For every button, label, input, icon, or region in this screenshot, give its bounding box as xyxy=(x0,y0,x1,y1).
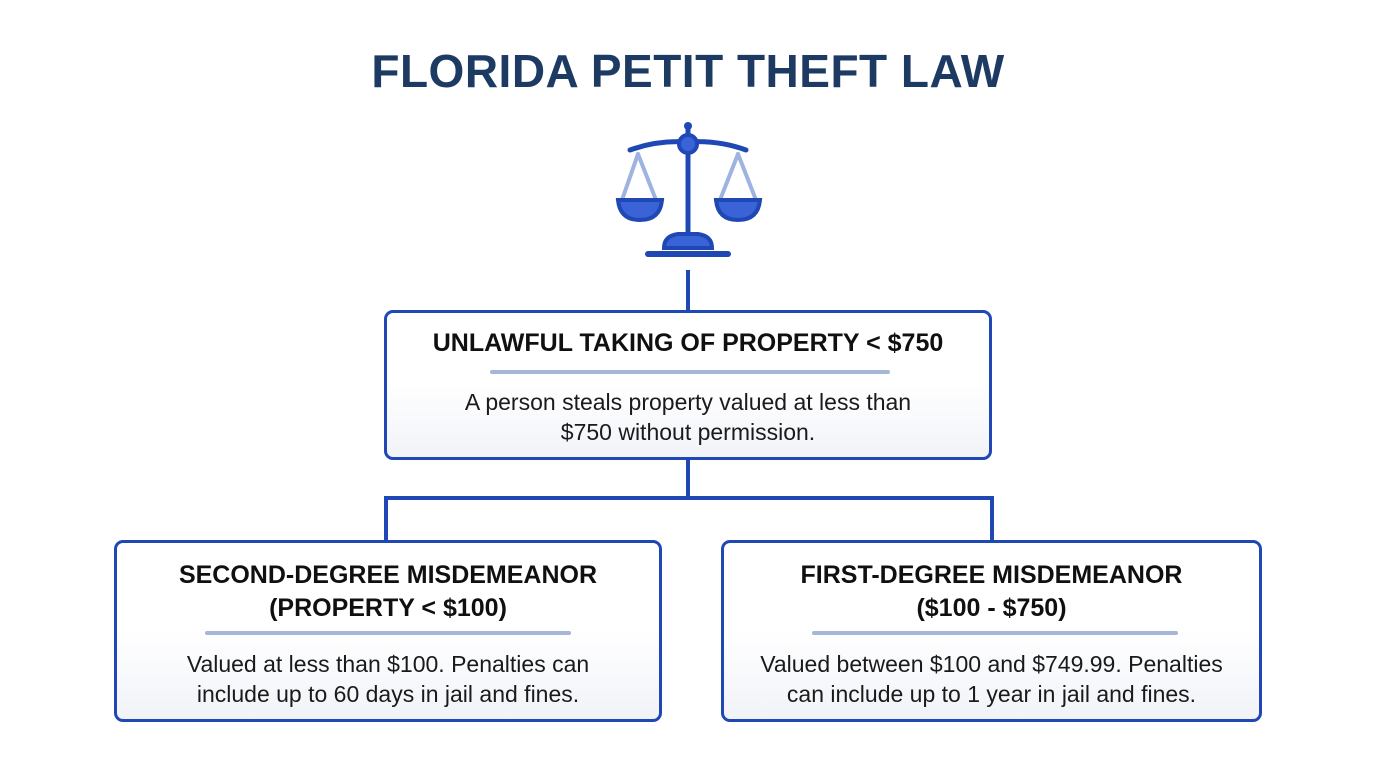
first-degree-node: FIRST-DEGREE MISDEMEANOR ($100 - $750) V… xyxy=(721,540,1262,722)
first-degree-description: Valued between $100 and $749.99. Penalti… xyxy=(724,649,1259,709)
second-degree-heading: SECOND-DEGREE MISDEMEANOR (PROPERTY < $1… xyxy=(117,559,659,625)
heading-line-2: (PROPERTY < $100) xyxy=(269,594,507,622)
divider xyxy=(205,631,571,635)
root-description-line-2: $750 without permission. xyxy=(560,419,816,445)
root-description: A person steals property valued at less … xyxy=(387,387,989,447)
first-degree-heading: FIRST-DEGREE MISDEMEANOR ($100 - $750) xyxy=(724,559,1259,625)
heading-line-1: SECOND-DEGREE MISDEMEANOR xyxy=(178,561,598,589)
root-heading: UNLAWFUL TAKING OF PROPERTY < $750 xyxy=(432,329,944,357)
second-degree-node: SECOND-DEGREE MISDEMEANOR (PROPERTY < $1… xyxy=(114,540,662,722)
heading-line-2: ($100 - $750) xyxy=(916,594,1067,622)
description-line-1: Valued between $100 and $749.99. Penalti… xyxy=(760,651,1223,677)
second-degree-description: Valued at less than $100. Penalties can … xyxy=(117,649,659,709)
divider xyxy=(812,631,1178,635)
branch-connector xyxy=(384,496,994,540)
description-line-2: include up to 60 days in jail and fines. xyxy=(196,681,580,707)
root-description-line-1: A person steals property valued at less … xyxy=(464,389,912,415)
description-line-1: Valued at less than $100. Penalties can xyxy=(186,651,590,677)
description-line-2: can include up to 1 year in jail and fin… xyxy=(786,681,1197,707)
root-node: UNLAWFUL TAKING OF PROPERTY < $750 A per… xyxy=(384,310,992,460)
page-title: FLORIDA PETIT THEFT LAW xyxy=(371,45,1005,97)
divider xyxy=(490,370,890,374)
heading-line-1: FIRST-DEGREE MISDEMEANOR xyxy=(800,561,1183,589)
scales-of-justice-icon xyxy=(615,122,763,257)
